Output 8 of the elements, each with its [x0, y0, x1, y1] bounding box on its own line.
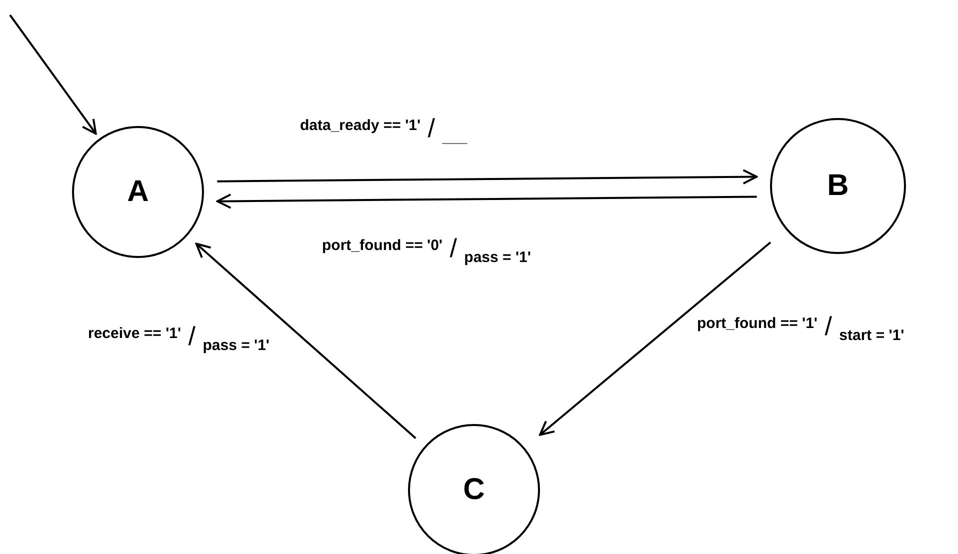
state-name: C [463, 472, 485, 508]
arrow [539, 242, 772, 436]
state-name: B [827, 168, 849, 204]
arrow [216, 194, 757, 209]
arrow [9, 14, 97, 135]
state-name: A [127, 174, 149, 210]
arrow [195, 242, 416, 439]
arrow [217, 169, 758, 184]
